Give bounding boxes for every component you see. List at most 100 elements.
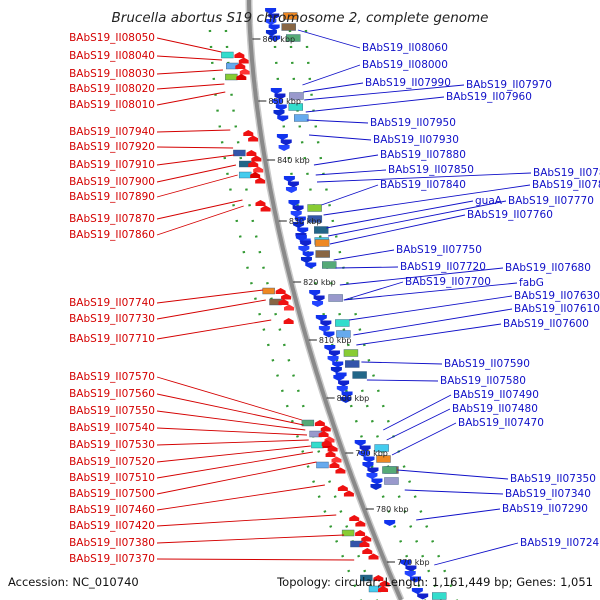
gene-arrow-forward[interactable] [355,520,366,527]
gene-arrow-reverse[interactable] [410,576,422,583]
gene-arrow-forward[interactable] [368,553,379,560]
gene-label-forward[interactable]: BAbS19_II07420 [69,520,155,532]
gene-block-reverse[interactable] [335,319,350,327]
gene-block-forward[interactable] [238,171,252,179]
gene-label-forward[interactable]: BAbS19_II08050 [69,32,155,44]
gene-block-reverse[interactable] [315,250,330,258]
gene-arrow-reverse[interactable] [285,187,297,193]
gene-label-forward[interactable]: BAbS19_II08010 [69,99,155,111]
gene-arrow-reverse[interactable] [318,326,330,332]
gene-arrow-reverse[interactable] [417,593,429,600]
gene-block-forward[interactable] [311,441,324,449]
gene-label-forward[interactable]: BAbS19_II07570 [69,371,155,383]
gene-label-reverse[interactable]: BAbS19_II07800 [532,179,600,191]
gene-arrow-reverse[interactable] [354,440,366,446]
gene-arrow-reverse[interactable] [370,484,382,490]
gene-arrow-reverse[interactable] [320,320,332,327]
gene-block-reverse[interactable] [289,92,304,100]
gene-arrow-reverse[interactable] [362,462,374,468]
gene-arrow-reverse[interactable] [288,200,300,206]
gene-arrow-forward[interactable] [327,445,338,452]
gene-block-reverse[interactable] [283,12,298,20]
gene-block-reverse[interactable] [307,215,323,223]
gene-arrow-reverse[interactable] [323,331,335,338]
gene-arrow-reverse[interactable] [338,380,350,387]
gene-label-reverse[interactable]: BAbS19_II07470 [458,417,544,429]
gene-arrow-reverse[interactable] [283,176,295,182]
gene-arrow-reverse[interactable] [315,315,327,321]
gene-label-forward[interactable]: BAbS19_II07500 [69,488,155,500]
gene-block-reverse[interactable] [352,371,367,379]
gene-label-forward[interactable]: BAbS19_II07870 [69,213,155,225]
gene-label-reverse[interactable]: BAbS19_II07950 [370,117,456,129]
gene-label-forward[interactable]: BAbS19_II07860 [69,229,155,241]
gene-arrow-forward[interactable] [251,155,262,162]
gene-arrow-forward[interactable] [362,548,373,554]
gene-label-reverse[interactable]: BAbS19_II07700 [405,276,491,288]
gene-arrow-reverse[interactable] [300,257,312,263]
gene-arrow-forward[interactable] [373,575,384,581]
gene-block-reverse[interactable] [376,455,391,463]
gene-label-forward[interactable]: BAbS19_II07900 [69,176,155,188]
gene-arrow-forward[interactable] [283,304,294,311]
gene-label-forward[interactable]: BAbS19_II08030 [69,68,155,80]
gene-label-reverse[interactable]: BAbS19_II07600 [503,318,589,330]
gene-block-reverse[interactable] [432,592,447,600]
gene-block-reverse[interactable] [294,114,309,122]
gene-arrow-reverse[interactable] [272,99,284,105]
gene-block-forward[interactable] [262,287,275,295]
gene-label-reverse[interactable]: BAbS19_II07290 [502,503,588,515]
gene-arrow-forward[interactable] [355,530,366,536]
gene-arrow-forward[interactable] [255,177,266,184]
gene-label-reverse[interactable]: BAbS19_II07820 [533,167,600,179]
gene-arrow-forward[interactable] [243,130,254,136]
gene-label-reverse[interactable]: BAbS19_II07990 [365,77,451,89]
gene-block-forward[interactable] [341,529,355,537]
gene-arrow-forward[interactable] [238,57,249,64]
gene-arrow-reverse[interactable] [328,350,340,357]
gene-arrow-reverse[interactable] [330,367,342,373]
gene-arrow-reverse[interactable] [265,19,277,25]
gene-arrow-forward[interactable] [275,288,286,294]
gene-block-reverse[interactable] [384,477,399,485]
gene-arrow-reverse[interactable] [305,262,317,269]
gene-block-forward[interactable] [360,574,373,582]
gene-arrow-forward[interactable] [320,425,331,432]
gene-arrow-reverse[interactable] [294,216,306,223]
gene-block-reverse[interactable] [314,239,330,247]
gene-block-reverse[interactable] [336,330,351,338]
gene-arrow-reverse[interactable] [293,222,305,228]
gene-arrow-forward[interactable] [325,451,336,457]
gene-arrow-reverse[interactable] [366,473,378,479]
gene-arrow-reverse[interactable] [269,35,281,42]
gene-arrow-reverse[interactable] [309,290,321,296]
gene-arrow-forward[interactable] [343,490,354,497]
gene-arrow-forward[interactable] [321,440,332,446]
gene-arrow-reverse[interactable] [270,88,282,94]
gene-arrow-reverse[interactable] [268,13,280,20]
gene-arrow-forward[interactable] [255,200,266,206]
gene-label-reverse[interactable]: BAbS19_II07480 [452,403,538,415]
gene-arrow-forward[interactable] [250,172,261,178]
gene-label-reverse[interactable]: guaA [475,195,503,207]
gene-arrow-reverse[interactable] [405,565,417,572]
gene-label-reverse[interactable]: BAbS19_II07750 [396,244,482,256]
gene-block-reverse[interactable] [281,23,296,31]
gene-arrow-forward[interactable] [378,586,389,592]
gene-arrow-reverse[interactable] [280,139,292,146]
gene-arrow-reverse[interactable] [278,145,290,151]
gene-label-reverse[interactable]: BAbS19_II07630 [514,290,600,302]
gene-arrow-reverse[interactable] [277,115,289,122]
gene-arrow-forward[interactable] [349,515,360,521]
gene-block-reverse[interactable] [314,226,329,234]
gene-label-reverse[interactable]: BAbS19_II07770 [508,195,594,207]
gene-arrow-reverse[interactable] [268,24,280,31]
gene-arrow-forward[interactable] [235,63,246,69]
gene-label-forward[interactable]: BAbS19_II07920 [69,141,155,153]
gene-arrow-reverse[interactable] [313,295,325,302]
gene-arrow-reverse[interactable] [404,571,416,577]
gene-label-forward[interactable]: BAbS19_II07510 [69,472,155,484]
gene-arrow-forward[interactable] [253,166,264,173]
gene-arrow-reverse[interactable] [287,181,299,188]
